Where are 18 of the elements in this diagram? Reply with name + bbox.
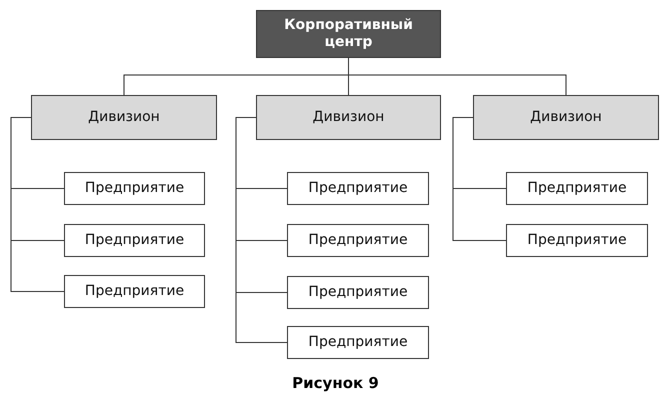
division-box: Дивизион — [473, 95, 659, 140]
figure-caption: Рисунок 9 — [291, 374, 380, 392]
enterprise-box: Предприятие — [287, 276, 429, 309]
connector-line — [452, 117, 506, 241]
division-box: Дивизион — [256, 95, 441, 140]
enterprise-box: Предприятие — [287, 224, 429, 257]
connector-line — [236, 117, 288, 343]
enterprise-box: Предприятие — [64, 224, 205, 257]
enterprise-box: Предприятие — [506, 172, 648, 205]
enterprise-box: Предприятие — [64, 275, 205, 308]
headquarters-box: Корпоративный центр — [256, 10, 441, 58]
enterprise-box: Предприятие — [506, 224, 648, 257]
enterprise-box: Предприятие — [64, 172, 205, 205]
enterprise-box: Предприятие — [287, 172, 429, 205]
division-box: Дивизион — [31, 95, 217, 140]
connector-line — [10, 117, 64, 292]
connector-line — [348, 58, 566, 96]
enterprise-box: Предприятие — [287, 326, 429, 359]
